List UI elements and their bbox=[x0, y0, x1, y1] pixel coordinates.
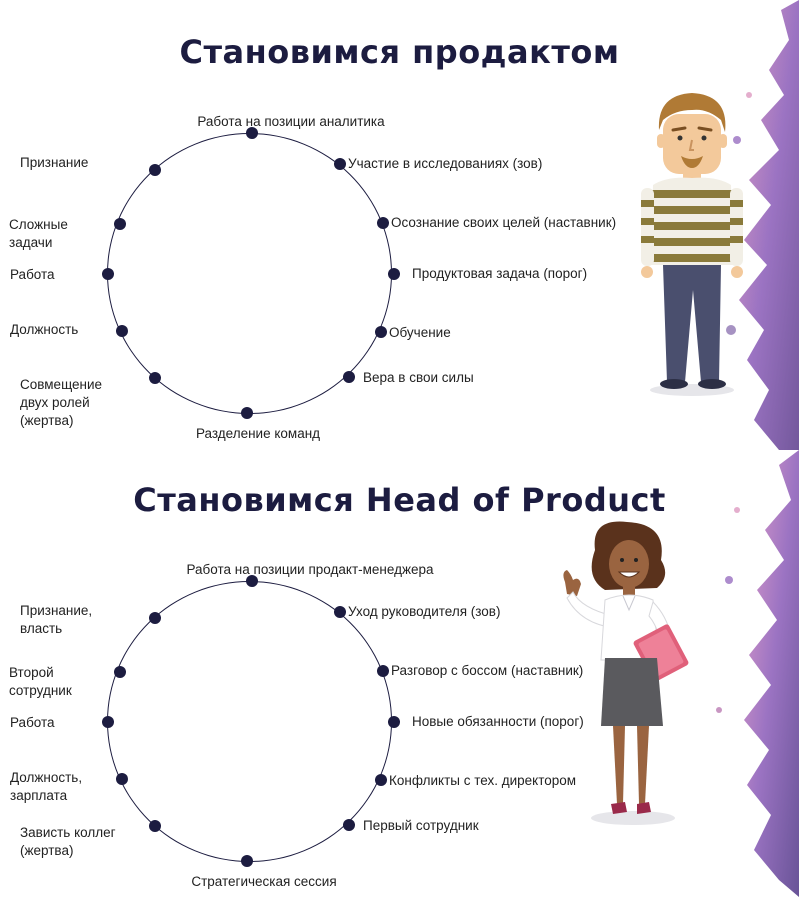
section1-dot-left-3 bbox=[102, 268, 114, 280]
section1-dot-bottom bbox=[241, 407, 253, 419]
section1-label-right-2: Осознание своих целей (наставник) bbox=[391, 215, 617, 230]
paint-splash-top bbox=[724, 0, 799, 450]
section1-label-left-1: Признание bbox=[20, 155, 89, 170]
section1-label-right-3: Продуктовая задача (порог) bbox=[412, 266, 588, 281]
section2-label-right-2: Разговор с боссом (наставник) bbox=[391, 663, 584, 678]
section2-dot-left-3 bbox=[102, 716, 114, 728]
section1-label-right-4: Обучение bbox=[389, 325, 451, 340]
section2-label-right-3: Новые обязанности (порог) bbox=[412, 714, 584, 729]
section2-dot-right-1 bbox=[334, 606, 346, 618]
section1-dot-right-2 bbox=[377, 217, 389, 229]
section2-dot-top bbox=[246, 575, 258, 587]
section2-label-right-4: Конфликты с тех. директором bbox=[389, 773, 577, 788]
section2-dot-left-4 bbox=[116, 773, 128, 785]
section2-dot-right-4 bbox=[375, 774, 387, 786]
section2-label-right-5: Первый сотрудник bbox=[363, 818, 479, 833]
section2-label-bottom: Стратегическая сессия bbox=[191, 874, 337, 889]
section2-dot-right-5 bbox=[343, 819, 355, 831]
section2-label-left-5: Зависть коллег(жертва) bbox=[20, 825, 116, 858]
section2-label-left-4: Должность,зарплата bbox=[10, 770, 83, 803]
section2-dot-bottom bbox=[241, 855, 253, 867]
section1-title: Становимся продактом bbox=[179, 33, 620, 71]
section2-dot-right-2 bbox=[377, 665, 389, 677]
section1-dot-top bbox=[246, 127, 258, 139]
section1-label-bottom: Разделение команд bbox=[195, 426, 321, 441]
man-illustration bbox=[641, 93, 743, 396]
section1-dot-right-3 bbox=[388, 268, 400, 280]
section1-dot-right-4 bbox=[375, 326, 387, 338]
section1-dot-left-5 bbox=[149, 372, 161, 384]
section2-dot-left-5 bbox=[149, 820, 161, 832]
section1-dot-left-2 bbox=[114, 218, 126, 230]
section1-dot-left-4 bbox=[116, 325, 128, 337]
section2-label-right-1: Уход руководителя (зов) bbox=[348, 604, 501, 619]
section1-label-top: Работа на позиции аналитика bbox=[197, 114, 385, 129]
section1-label-right-1: Участие в исследованиях (зов) bbox=[348, 156, 543, 171]
section2-dot-right-3 bbox=[388, 716, 400, 728]
section2-label-left-3: Работа bbox=[10, 715, 55, 730]
woman-illustration bbox=[563, 521, 689, 825]
section1-dot-left-1 bbox=[149, 164, 161, 176]
section1-label-left-4: Должность bbox=[10, 322, 79, 337]
paint-splash-bottom bbox=[716, 450, 799, 897]
section1-label-left-3: Работа bbox=[10, 267, 55, 282]
section2-label-left-1: Признание,власть bbox=[20, 603, 93, 636]
section2-label-top: Работа на позиции продакт-менеджера bbox=[186, 562, 434, 577]
section2-dot-left-2 bbox=[114, 666, 126, 678]
section1-dot-right-1 bbox=[334, 158, 346, 170]
section1-dot-right-5 bbox=[343, 371, 355, 383]
section1-label-right-5: Вера в свои силы bbox=[363, 370, 474, 385]
section2-dot-left-1 bbox=[149, 612, 161, 624]
section2-title: Становимся Head of Product bbox=[133, 481, 666, 519]
